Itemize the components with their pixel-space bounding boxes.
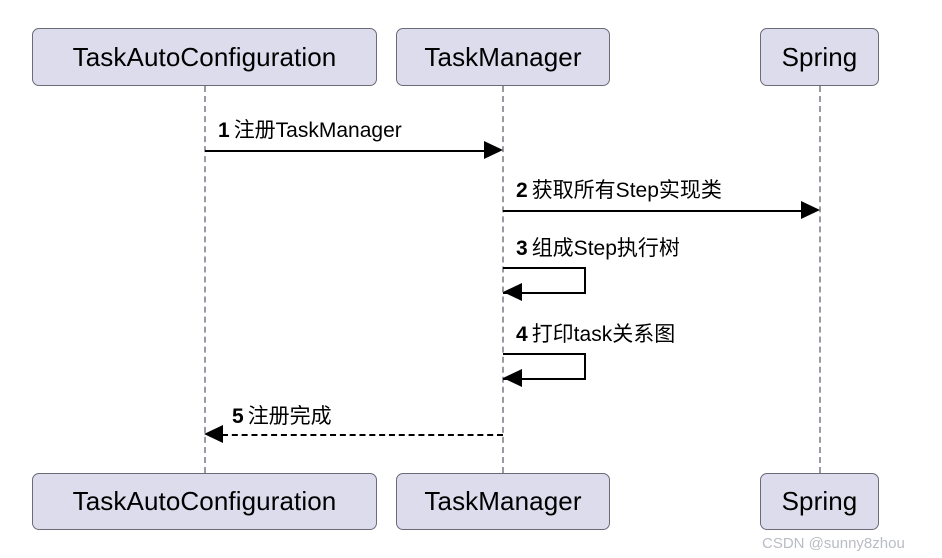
message-text-5: 注册完成 [247,405,332,428]
message-seq-4: 4 [516,323,528,346]
message-line-2 [503,210,802,212]
message-selfloop-4 [503,353,586,380]
lifeline-taskautoconfiguration [204,86,206,473]
participant-box-spring-bottom[interactable]: Spring [760,473,879,530]
message-arrowhead-1 [484,141,503,159]
participant-label-taskmanager-top: TaskManager [424,41,582,72]
participant-label-taskautoconfiguration-bottom: TaskAutoConfiguration [72,486,337,516]
participant-label-taskmanager-bottom: TaskManager [424,486,582,516]
message-arrowhead-5 [204,425,223,443]
participant-label-spring-top: Spring [781,41,858,72]
message-text-1: 注册TaskManager [233,119,402,142]
message-arrowhead-4 [503,369,522,387]
participant-box-taskmanager-bottom[interactable]: TaskManager [396,473,610,530]
message-text-4: 打印task关系图 [531,323,676,346]
message-text-2: 获取所有Step实现类 [531,179,722,202]
message-line-5 [222,434,503,436]
lifeline-spring [819,86,821,473]
participant-box-taskautoconfiguration-top[interactable]: TaskAutoConfiguration [32,28,377,86]
participant-label-taskautoconfiguration-top: TaskAutoConfiguration [72,41,337,72]
message-seq-3: 3 [516,237,528,260]
participant-box-spring-top[interactable]: Spring [760,28,879,86]
message-arrowhead-3 [503,283,522,301]
message-line-1 [205,150,485,152]
message-seq-1: 1 [218,119,230,142]
message-selfloop-3 [503,267,586,294]
message-seq-5: 5 [232,405,244,428]
participant-box-taskmanager-top[interactable]: TaskManager [396,28,610,86]
message-seq-2: 2 [516,179,528,202]
csdn-watermark: CSDN @sunny8zhou [762,535,905,552]
message-arrowhead-2 [801,201,820,219]
participant-label-spring-bottom: Spring [781,486,858,516]
lifeline-taskmanager [502,86,504,473]
participant-box-taskautoconfiguration-bottom[interactable]: TaskAutoConfiguration [32,473,377,530]
message-text-3: 组成Step执行树 [531,237,680,260]
